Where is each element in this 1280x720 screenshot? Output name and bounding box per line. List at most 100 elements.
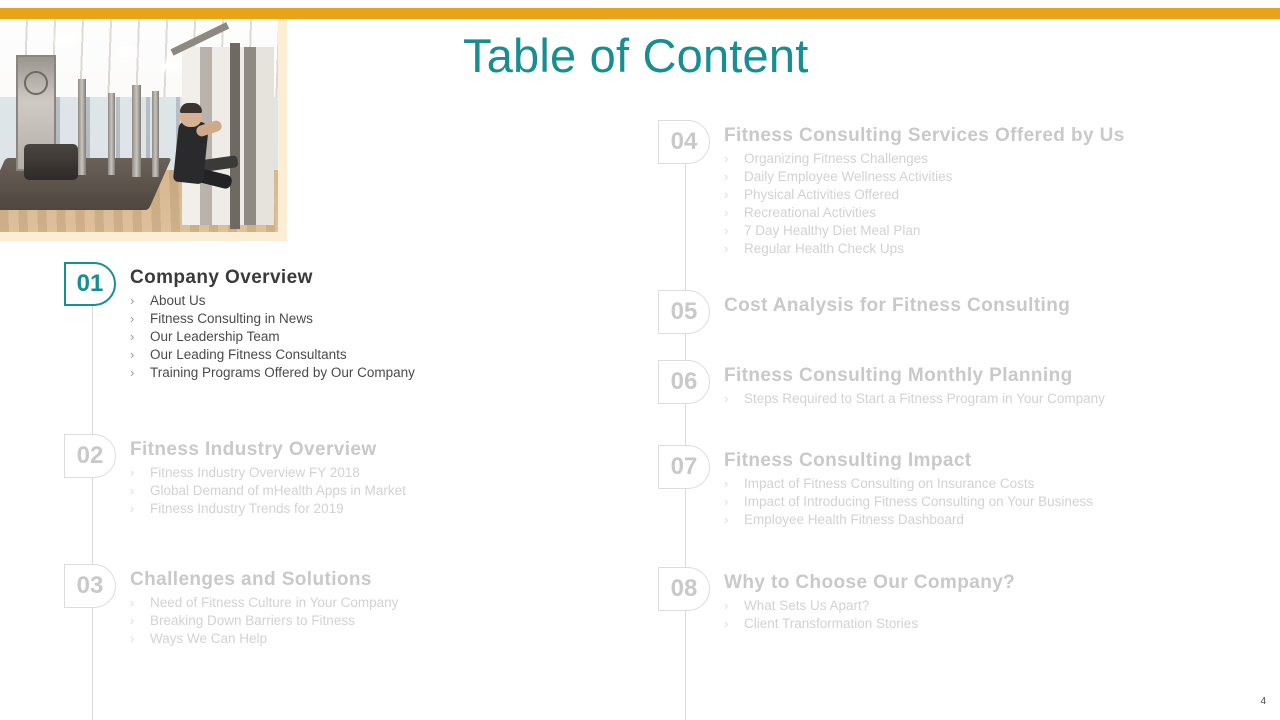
timeline-item-01[interactable]: 01 Company Overview › About Us ›Fitness Cons… xyxy=(64,262,415,382)
timeline-subitem-label: Fitness Industry Overview FY 2018 xyxy=(150,465,360,480)
timeline-sublist: ›Impact of Fitness Consulting on Insuran… xyxy=(724,475,1093,529)
timeline-subitem-label: Fitness Industry Trends for 2019 xyxy=(150,501,344,516)
timeline-item-05[interactable]: 05 Cost Analysis for Fitness Consulting xyxy=(658,290,1070,334)
timeline-body: Fitness Industry Overview›Fitness Indust… xyxy=(116,434,406,518)
chevron-right-icon: › xyxy=(724,241,729,256)
timeline-subitem[interactable]: ›Training Programs Offered by Our Compan… xyxy=(130,364,415,382)
timeline-subitem[interactable]: ›Organizing Fitness Challenges xyxy=(724,150,1125,168)
timeline-subitem-label: Global Demand of mHealth Apps in Market xyxy=(150,483,406,498)
chevron-right-icon: › xyxy=(130,613,135,628)
timeline-subitem[interactable]: › Impact of Introducing Fitness Consultin… xyxy=(724,493,1093,511)
ceiling-light-icon xyxy=(118,49,134,56)
timeline-subitem[interactable]: › Ways We Can Help xyxy=(130,630,398,648)
timeline-body: Cost Analysis for Fitness Consulting xyxy=(710,290,1070,320)
timeline-subitem[interactable]: ›Physical Activities Offered xyxy=(724,186,1125,204)
timeline-body: Fitness Consulting Services Offered by U… xyxy=(710,120,1125,258)
timeline-title[interactable]: Fitness Consulting Services Offered by U… xyxy=(724,125,1125,146)
timeline-subitem[interactable]: ›Impact of Fitness Consulting on Insuran… xyxy=(724,475,1093,493)
chevron-right-icon: › xyxy=(130,347,135,362)
timeline-subitem[interactable]: ›Our Leadership Team xyxy=(130,328,415,346)
chevron-right-icon: › xyxy=(130,293,135,308)
timeline-subitem-label: Breaking Down Barriers to Fitness xyxy=(150,613,355,628)
timeline-title[interactable]: Cost Analysis for Fitness Consulting xyxy=(724,295,1071,316)
timeline-subitem-label: Daily Employee Wellness Activities xyxy=(744,169,953,184)
timeline-sublist: ›Need of Fitness Culture in Your Company… xyxy=(130,594,398,648)
timeline-subitem[interactable]: ›Need of Fitness Culture in Your Company xyxy=(130,594,398,612)
timeline-badge-08[interactable]: 08 xyxy=(658,567,710,611)
timeline-badge-03[interactable]: 03 xyxy=(64,564,116,608)
chevron-right-icon: › xyxy=(130,311,135,326)
timeline-item-06[interactable]: 06 Fitness Consulting Monthly Planning ›St… xyxy=(658,360,1105,408)
timeline-subitem[interactable]: › Breaking Down Barriers to Fitness xyxy=(130,612,398,630)
timeline-badge-01[interactable]: 01 xyxy=(64,262,116,306)
timeline-subitem[interactable]: › Fitness Industry Trends for 2019 xyxy=(130,500,406,518)
timeline-item-08[interactable]: 08 Why to Choose Our Company? ›What Sets U… xyxy=(658,567,1015,633)
timeline-subitem-label: Impact of Introducing Fitness Consulting… xyxy=(744,494,1093,509)
photo-dumbbells xyxy=(24,144,78,180)
timeline-sublist: ›Fitness Industry Overview FY 2018›Globa… xyxy=(130,464,406,518)
timeline-sublist: ›What Sets Us Apart?›Client Transformati… xyxy=(724,597,1015,633)
timeline-subitem[interactable]: › Regular Health Check Ups xyxy=(724,240,1125,258)
ceiling-light-icon xyxy=(162,63,178,70)
timeline-subitem-label: Recreational Activities xyxy=(744,205,877,220)
timeline-title[interactable]: Fitness Consulting Impact xyxy=(724,450,972,471)
timeline-rail-left xyxy=(92,262,93,720)
timeline-subitem-label: Training Programs Offered by Our Company xyxy=(150,365,415,380)
chevron-right-icon: › xyxy=(724,187,729,202)
timeline-subitem[interactable]: ›Global Demand of mHealth Apps in Market xyxy=(130,482,406,500)
timeline-title[interactable]: Challenges and Solutions xyxy=(130,569,372,590)
timeline-title[interactable]: Why to Choose Our Company? xyxy=(724,572,1016,593)
timeline-subitem[interactable]: ›Our Leading Fitness Consultants xyxy=(130,346,415,364)
photo-rack-post xyxy=(132,85,141,177)
timeline-subitem[interactable]: ›Recreational Activities xyxy=(724,204,1125,222)
timeline-subitem[interactable]: › Daily Employee Wellness Activities xyxy=(724,168,1125,186)
timeline-subitem-label: About Us xyxy=(150,293,206,308)
chevron-right-icon: › xyxy=(130,501,135,516)
gym-photo-frame xyxy=(0,19,287,241)
chevron-right-icon: › xyxy=(724,169,729,184)
timeline-badge-02[interactable]: 02 xyxy=(64,434,116,478)
timeline-subitem-label: Ways We Can Help xyxy=(150,631,268,646)
timeline-sublist: ›Steps Required to Start a Fitness Progr… xyxy=(724,390,1105,408)
timeline-subitem[interactable]: ›Fitness Industry Overview FY 2018 xyxy=(130,464,406,482)
timeline-title[interactable]: Fitness Consulting Monthly Planning xyxy=(724,365,1073,386)
gym-photo xyxy=(0,19,278,232)
chevron-right-icon: › xyxy=(724,476,729,491)
timeline-subitem-label: Organizing Fitness Challenges xyxy=(744,151,928,166)
top-accent-bar-segment xyxy=(596,8,1280,19)
chevron-right-icon: › xyxy=(130,631,135,646)
timeline-subitem[interactable]: ›Employee Health Fitness Dashboard xyxy=(724,511,1093,529)
timeline-item-04[interactable]: 04 Fitness Consulting Services Offered by… xyxy=(658,120,1125,258)
page-number: 4 xyxy=(1260,696,1266,707)
timeline-badge-04[interactable]: 04 xyxy=(658,120,710,164)
timeline-title[interactable]: Company Overview xyxy=(130,267,313,288)
photo-rack-post xyxy=(78,79,86,175)
timeline-subitem-label: Regular Health Check Ups xyxy=(744,241,904,256)
timeline-subitem[interactable]: ›What Sets Us Apart? xyxy=(724,597,1015,615)
timeline-badge-07[interactable]: 07 xyxy=(658,445,710,489)
timeline-subitem[interactable]: ›Steps Required to Start a Fitness Progr… xyxy=(724,390,1105,408)
timeline-sublist: ›About Us›Fitness Consulting in News›Our… xyxy=(130,292,415,382)
timeline-item-07[interactable]: 07 Fitness Consulting Impact ›Impact of Fi… xyxy=(658,445,1093,529)
timeline-sublist: ›Organizing Fitness Challenges›Daily Emp… xyxy=(724,150,1125,258)
chevron-right-icon: › xyxy=(724,494,729,509)
timeline-subitem[interactable]: ›Fitness Consulting in News xyxy=(130,310,415,328)
timeline-subitem[interactable]: ›Client Transformation Stories xyxy=(724,615,1015,633)
timeline-rail-right xyxy=(685,120,686,720)
page-title: Table of Content xyxy=(463,29,809,82)
timeline-body: Challenges and Solutions ›Need of Fitness… xyxy=(116,564,398,648)
photo-person-hair xyxy=(180,103,202,113)
timeline-badge-05[interactable]: 05 xyxy=(658,290,710,334)
timeline-title[interactable]: Fitness Industry Overview xyxy=(130,439,377,460)
timeline-body: Why to Choose Our Company? ›What Sets Us … xyxy=(710,567,1015,633)
timeline-subitem-label: 7 Day Healthy Diet Meal Plan xyxy=(744,223,921,238)
timeline-badge-06[interactable]: 06 xyxy=(658,360,710,404)
timeline-item-03[interactable]: 03 Challenges and Solutions ›Need of Fitne… xyxy=(64,564,398,648)
timeline-subitem-label: Steps Required to Start a Fitness Progra… xyxy=(744,391,1105,406)
timeline-subitem[interactable]: ›7 Day Healthy Diet Meal Plan xyxy=(724,222,1125,240)
timeline-subitem[interactable]: › About Us xyxy=(130,292,415,310)
photo-machine-post xyxy=(230,43,240,229)
timeline-body: Fitness Consulting Impact ›Impact of Fitn… xyxy=(710,445,1093,529)
